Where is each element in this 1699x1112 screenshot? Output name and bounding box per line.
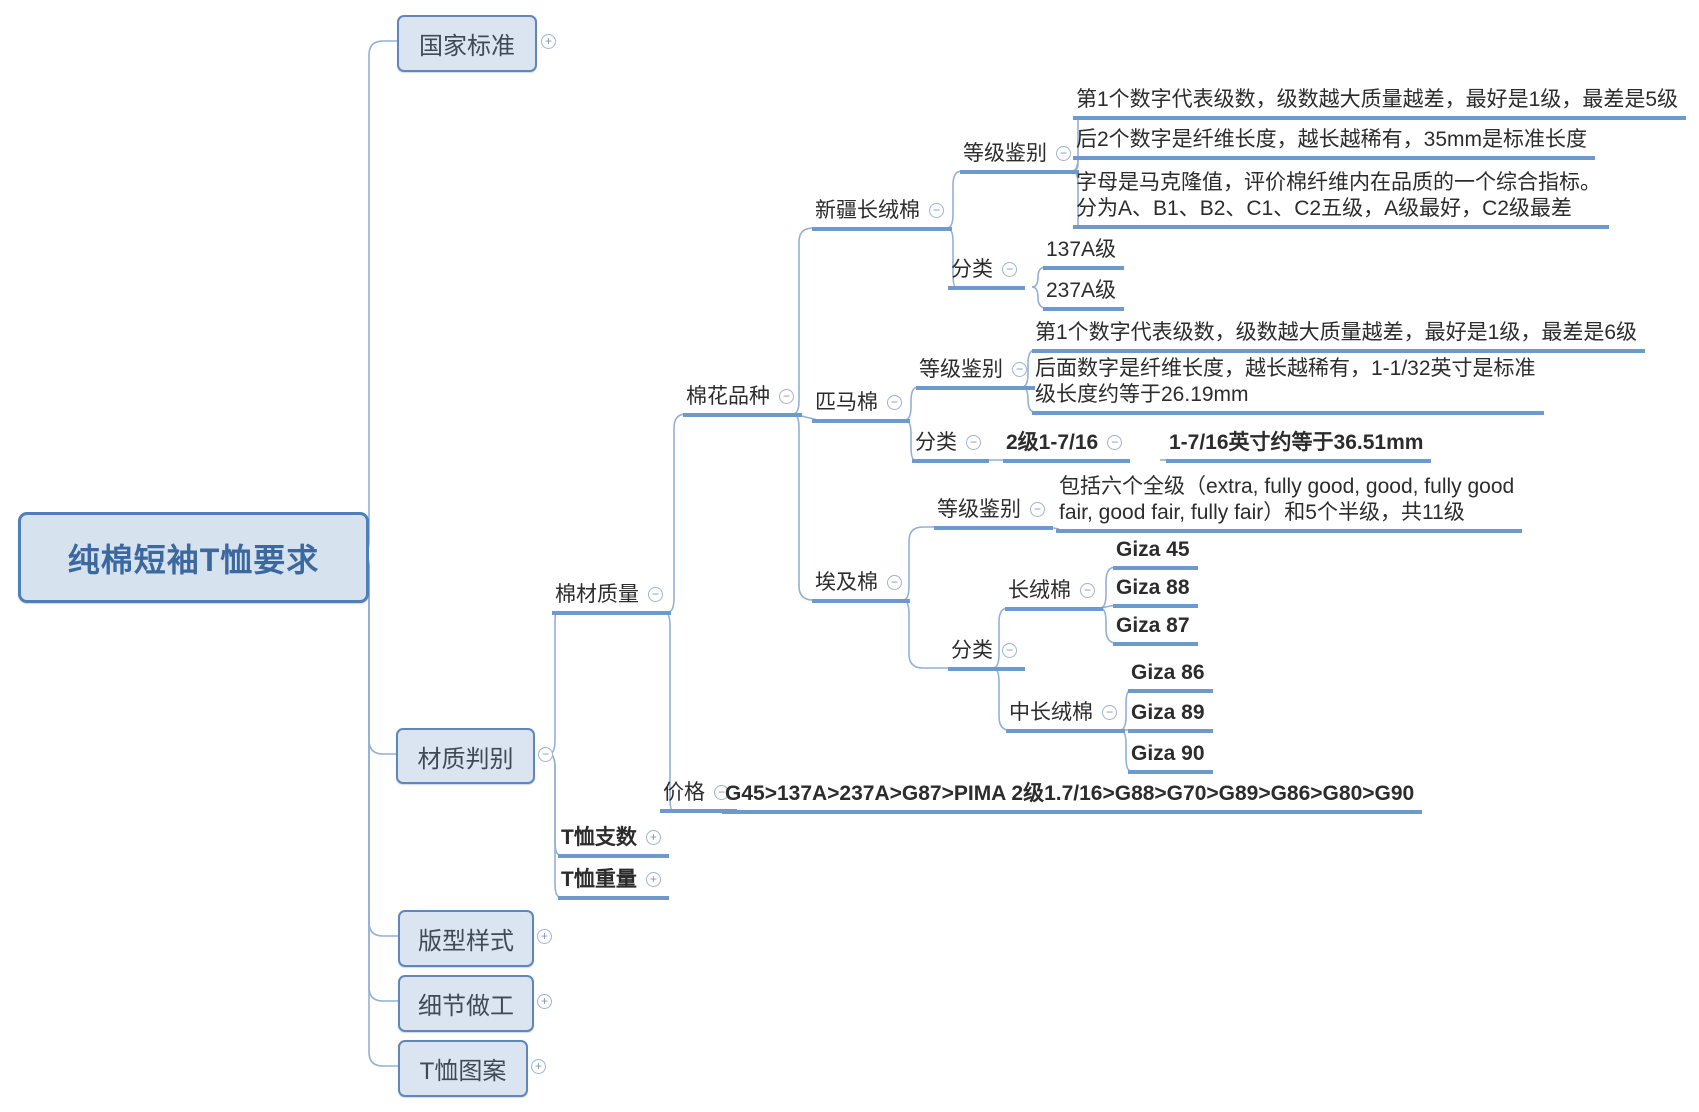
collapse-icon[interactable]: − <box>1002 643 1017 658</box>
node-classification-egyptian[interactable]: 分类− <box>948 638 1025 671</box>
node-giza-86[interactable]: Giza 86 <box>1128 660 1213 693</box>
node-long-staple[interactable]: 长绒棉− <box>1005 578 1103 611</box>
collapse-icon[interactable]: − <box>887 395 902 410</box>
node-xinjiang-micronaire[interactable]: 字母是马克隆值，评价棉纤维内在品质的一个综合指标。 分为A、B1、B2、C1、C… <box>1073 170 1609 229</box>
node-tshirt-graphic[interactable]: T恤图案 <box>398 1040 528 1097</box>
collapse-icon[interactable]: − <box>1030 502 1045 517</box>
node-label: 分类 <box>951 639 993 662</box>
collapse-icon[interactable]: − <box>966 435 981 450</box>
node-tshirt-weight[interactable]: T恤重量 + <box>558 867 669 900</box>
collapse-icon[interactable]: − <box>538 747 553 762</box>
node-classification-pima[interactable]: 分类− <box>912 430 989 463</box>
node-pattern-style[interactable]: 版型样式 <box>398 910 534 967</box>
node-giza-45[interactable]: Giza 45 <box>1113 537 1198 570</box>
collapse-icon[interactable]: − <box>714 785 729 800</box>
node-pima-grade2[interactable]: 2级1-7/16− <box>1003 430 1131 463</box>
node-giza-87[interactable]: Giza 87 <box>1113 613 1198 646</box>
node-label: 等级鉴别 <box>937 498 1021 521</box>
node-giza-88[interactable]: Giza 88 <box>1113 575 1198 608</box>
node-grade-identification-pima[interactable]: 等级鉴别− <box>916 357 1035 390</box>
node-national-standard[interactable]: 国家标准 <box>397 15 537 72</box>
expand-icon[interactable]: + <box>537 929 552 944</box>
node-medium-long-staple[interactable]: 中长绒棉− <box>1006 700 1125 733</box>
expand-icon[interactable]: + <box>645 872 661 887</box>
collapse-icon[interactable]: − <box>648 587 663 602</box>
node-egyptian-grades[interactable]: 包括六个全级（extra, fully good, good, fully go… <box>1056 474 1523 533</box>
node-classification-xinjiang[interactable]: 分类− <box>948 257 1025 290</box>
node-label: 中长绒棉 <box>1009 701 1093 724</box>
node-egyptian-cotton[interactable]: 埃及棉− <box>812 570 910 603</box>
collapse-icon[interactable]: − <box>1056 146 1071 161</box>
node-label: 分类 <box>951 258 993 281</box>
expand-icon[interactable]: + <box>531 1059 546 1074</box>
expand-icon[interactable]: + <box>541 34 556 49</box>
node-label: 等级鉴别 <box>919 358 1003 381</box>
node-pima-fiber-length[interactable]: 后面数字是纤维长度，越长越稀有，1-1/32英寸是标准 级长度约等于26.19m… <box>1032 356 1544 415</box>
node-label: 棉花品种 <box>686 385 770 408</box>
node-root[interactable]: 纯棉短袖T恤要求 <box>18 512 369 603</box>
node-xinjiang-long-staple-cotton[interactable]: 新疆长绒棉− <box>812 198 952 231</box>
node-xinjiang-grade-digit[interactable]: 第1个数字代表级数，级数越大质量越差，最好是1级，最差是5级 <box>1073 87 1687 120</box>
collapse-icon[interactable]: − <box>1002 262 1017 277</box>
collapse-icon[interactable]: − <box>779 389 794 404</box>
expand-icon[interactable]: + <box>645 830 661 845</box>
node-price-ranking[interactable]: G45>137A>237A>G87>PIMA 2级1.7/16>G88>G70>… <box>722 781 1423 814</box>
node-label: 匹马棉 <box>815 391 878 414</box>
collapse-icon[interactable]: − <box>929 203 944 218</box>
node-detail-workmanship[interactable]: 细节做工 <box>398 975 534 1032</box>
collapse-icon[interactable]: − <box>1080 583 1095 598</box>
node-label: 埃及棉 <box>815 571 878 594</box>
node-cotton-variety[interactable]: 棉花品种− <box>683 384 802 417</box>
node-237a-grade[interactable]: 237A级 <box>1043 278 1125 311</box>
node-label: 等级鉴别 <box>963 142 1047 165</box>
node-pima-grade2-length[interactable]: 1-7/16英寸约等于36.51mm <box>1166 430 1432 463</box>
node-pima-cotton[interactable]: 匹马棉− <box>812 390 910 423</box>
node-label: 价格 <box>663 781 705 804</box>
expand-icon[interactable]: + <box>537 994 552 1009</box>
node-label: 分类 <box>915 431 957 454</box>
collapse-icon[interactable]: − <box>1012 362 1027 377</box>
collapse-icon[interactable]: − <box>1102 705 1117 720</box>
node-cotton-quality[interactable]: 棉材质量− <box>552 582 671 615</box>
node-price[interactable]: 价格− <box>660 780 737 813</box>
node-label: 新疆长绒棉 <box>815 199 920 222</box>
node-material-judgment[interactable]: 材质判别 <box>396 728 535 784</box>
node-tshirt-yarn-count[interactable]: T恤支数 + <box>558 825 669 858</box>
node-grade-identification-xinjiang[interactable]: 等级鉴别− <box>960 141 1079 174</box>
collapse-icon[interactable]: − <box>1107 435 1123 450</box>
node-label: T恤支数 <box>561 826 637 849</box>
node-giza-89[interactable]: Giza 89 <box>1128 700 1213 733</box>
node-giza-90[interactable]: Giza 90 <box>1128 741 1213 774</box>
node-grade-identification-egyptian[interactable]: 等级鉴别− <box>934 497 1053 530</box>
node-pima-grade-digit[interactable]: 第1个数字代表级数，级数越大质量越差，最好是1级，最差是6级 <box>1032 320 1646 353</box>
node-137a-grade[interactable]: 137A级 <box>1043 237 1125 270</box>
node-xinjiang-fiber-length[interactable]: 后2个数字是纤维长度，越长越稀有，35mm是标准长度 <box>1073 127 1596 160</box>
collapse-icon[interactable]: − <box>887 575 902 590</box>
node-label: 棉材质量 <box>555 583 639 606</box>
node-label: 2级1-7/16 <box>1006 431 1099 454</box>
node-label: 长绒棉 <box>1008 579 1071 602</box>
node-label: T恤重量 <box>561 868 637 891</box>
